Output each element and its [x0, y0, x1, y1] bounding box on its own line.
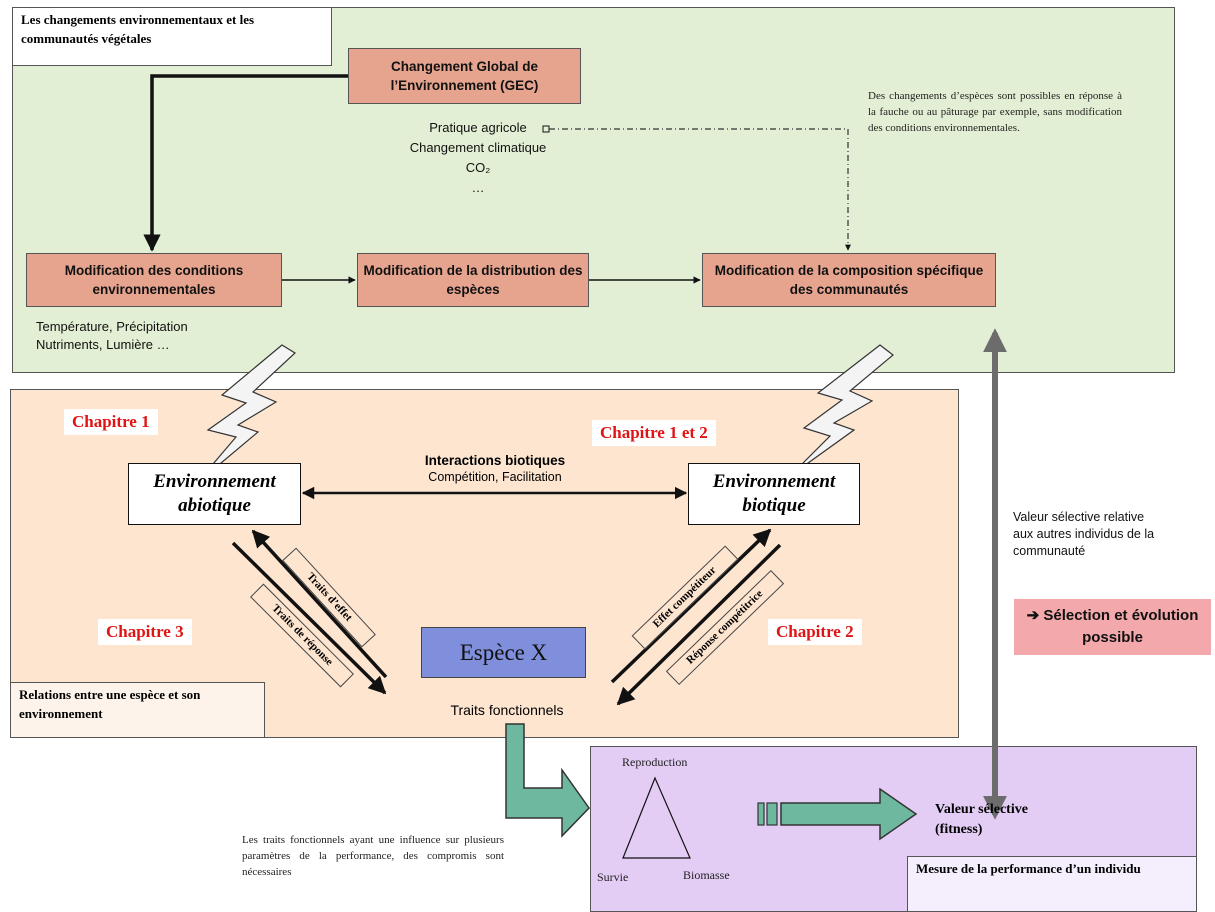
drivers-to-composition-line — [549, 128, 851, 251]
chapter-1-2-label: Chapitre 1 et 2 — [592, 420, 716, 446]
driver-co2: CO₂ — [465, 160, 491, 175]
species-x-box: Espèce X — [421, 627, 586, 678]
lightning-bolt-right-icon — [789, 344, 894, 477]
survival-label: Survie — [597, 870, 629, 884]
bottom-panel-title: Mesure de la performance d’un individu — [907, 856, 1197, 912]
gec-to-conditions-arrow — [143, 74, 348, 252]
fitness-arrow-tail-2 — [766, 802, 778, 826]
species-environment-panel — [10, 389, 959, 738]
abiotic-environment-box: Environnement abiotique — [128, 463, 301, 525]
drivers-list: Pratique agricole Changement climatique … — [383, 118, 573, 198]
traits-to-performance-arrow — [505, 723, 590, 838]
environmental-change-panel — [12, 7, 1175, 373]
biotic-environment-box: Environnement biotique — [688, 463, 860, 525]
relative-fitness-text: Valeur sélective relative aux autres ind… — [1013, 510, 1155, 558]
biomass-label: Biomasse — [683, 868, 730, 882]
biotic-interactions-label: Interactions biotiques Compétition, Faci… — [360, 452, 630, 486]
conditions-box: Modification des conditions environnemen… — [26, 253, 282, 307]
tradeoff-footnote: Les traits fonctionnels ayant une influe… — [242, 834, 504, 878]
response-traits-arrow — [231, 541, 387, 695]
chapter-1-label: Chapitre 1 — [64, 409, 158, 435]
competitive-effect-arrow — [610, 528, 772, 684]
top-panel-title: Les changements environnementaux et les … — [12, 7, 332, 66]
functional-traits-label: Traits fonctionnels — [450, 702, 564, 718]
driver-ellipsis: … — [471, 180, 485, 195]
competitive-response-arrow — [616, 543, 782, 706]
reproduction-label: Reproduction — [622, 755, 688, 769]
factors-line-1: Température, Précipitation — [36, 319, 188, 334]
chapter-2-label: Chapitre 2 — [768, 619, 862, 645]
interactions-title: Interactions biotiques — [424, 453, 566, 468]
composition-box: Modification de la composition spécifiqu… — [702, 253, 996, 307]
species-change-note: Des changements d’espèces sont possibles… — [868, 90, 1122, 134]
factors-line-2: Nutriments, Lumière … — [36, 337, 170, 352]
interactions-subtitle: Compétition, Facilitation — [428, 470, 562, 484]
chapter-3-label: Chapitre 3 — [98, 619, 192, 645]
driver-agricultural: Pratique agricole — [429, 120, 527, 135]
lightning-bolt-left-icon — [195, 344, 296, 485]
driver-climate: Changement climatique — [409, 140, 547, 155]
selection-evolution-box: ➔ Sélection et évolution possible — [1014, 599, 1211, 655]
environmental-factors: Température, Précipitation Nutriments, L… — [36, 318, 276, 354]
performance-triangle — [622, 776, 691, 859]
gec-box: Changement Global de l’Environnement (GE… — [348, 48, 581, 104]
fitness-arrow-tail-1 — [757, 802, 765, 826]
distribution-box: Modification de la distribution des espè… — [357, 253, 589, 307]
mid-panel-title: Relations entre une espèce et son enviro… — [10, 682, 265, 738]
fitness-arrow — [780, 787, 918, 841]
fitness-label: Valeur sélective (fitness) — [935, 802, 1028, 837]
effect-traits-arrow — [251, 529, 388, 679]
